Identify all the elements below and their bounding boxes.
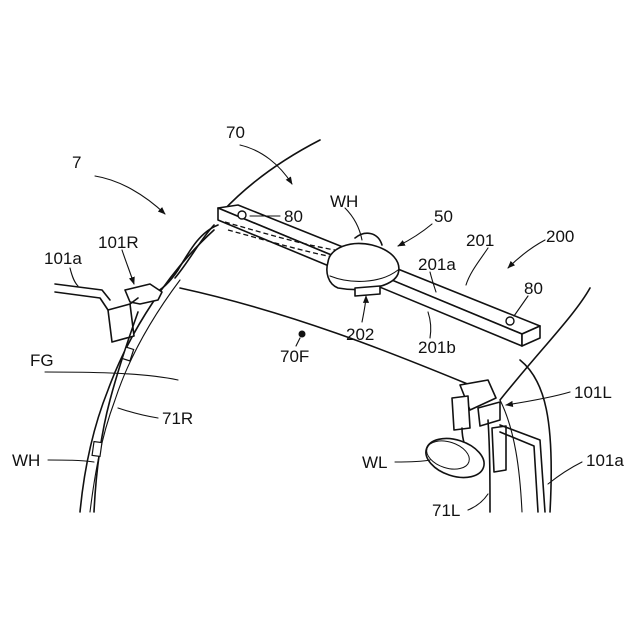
- pipe-left-2: [55, 292, 108, 310]
- leader-200: [508, 240, 545, 268]
- label-7: 7: [72, 153, 81, 172]
- harness-clip-2: [92, 442, 102, 457]
- leader-101a-left: [70, 268, 78, 286]
- leader-WL: [395, 460, 430, 462]
- leader-201b: [428, 312, 431, 338]
- label-201: 201: [466, 231, 494, 250]
- mount-202: [355, 286, 380, 296]
- lamp-wl: [421, 432, 489, 485]
- roof-outline: [222, 140, 320, 212]
- pillar-right-inner: [90, 280, 180, 512]
- body-right-side: [520, 360, 551, 512]
- label-80-right: 80: [524, 279, 543, 298]
- label-101R: 101R: [98, 233, 139, 252]
- bolt-left: [238, 211, 246, 219]
- leader-7: [95, 176, 165, 214]
- pipe-left: [55, 284, 110, 300]
- leader-80-right: [514, 296, 528, 316]
- label-70: 70: [226, 123, 245, 142]
- leader-101R: [122, 250, 134, 284]
- leader-70: [240, 145, 292, 184]
- label-101a-left: 101a: [44, 249, 82, 268]
- stay-left-bracket: [452, 396, 470, 430]
- label-101a-right: 101a: [586, 451, 624, 470]
- leader-202: [362, 296, 366, 322]
- unit-housing: [327, 244, 399, 290]
- roof-left-edge: [175, 225, 214, 278]
- leader-71R: [118, 408, 158, 418]
- stay-right: [125, 284, 162, 304]
- label-80-left: 80: [284, 207, 303, 226]
- roof-front-point: [299, 331, 306, 338]
- label-70F: 70F: [280, 347, 309, 366]
- label-201a: 201a: [418, 255, 456, 274]
- leader-50: [398, 224, 432, 246]
- label-50: 50: [434, 207, 453, 226]
- label-FG: FG: [30, 351, 54, 370]
- leader-201: [466, 248, 488, 285]
- leader-70F: [296, 338, 300, 346]
- label-71L: 71L: [432, 501, 460, 520]
- pillar-left: [488, 420, 490, 512]
- leader-101L: [506, 392, 570, 405]
- label-WH-top: WH: [330, 192, 358, 211]
- label-71R: 71R: [162, 409, 193, 428]
- label-201b: 201b: [418, 338, 456, 357]
- label-202: 202: [346, 325, 374, 344]
- label-200: 200: [546, 227, 574, 246]
- pillar-right: [80, 230, 214, 512]
- bolt-right: [506, 317, 514, 325]
- leader-71L: [468, 494, 488, 510]
- label-101L: 101L: [574, 383, 612, 402]
- label-WL: WL: [362, 453, 388, 472]
- label-WH-left: WH: [12, 451, 40, 470]
- leader-101a-right: [548, 462, 582, 484]
